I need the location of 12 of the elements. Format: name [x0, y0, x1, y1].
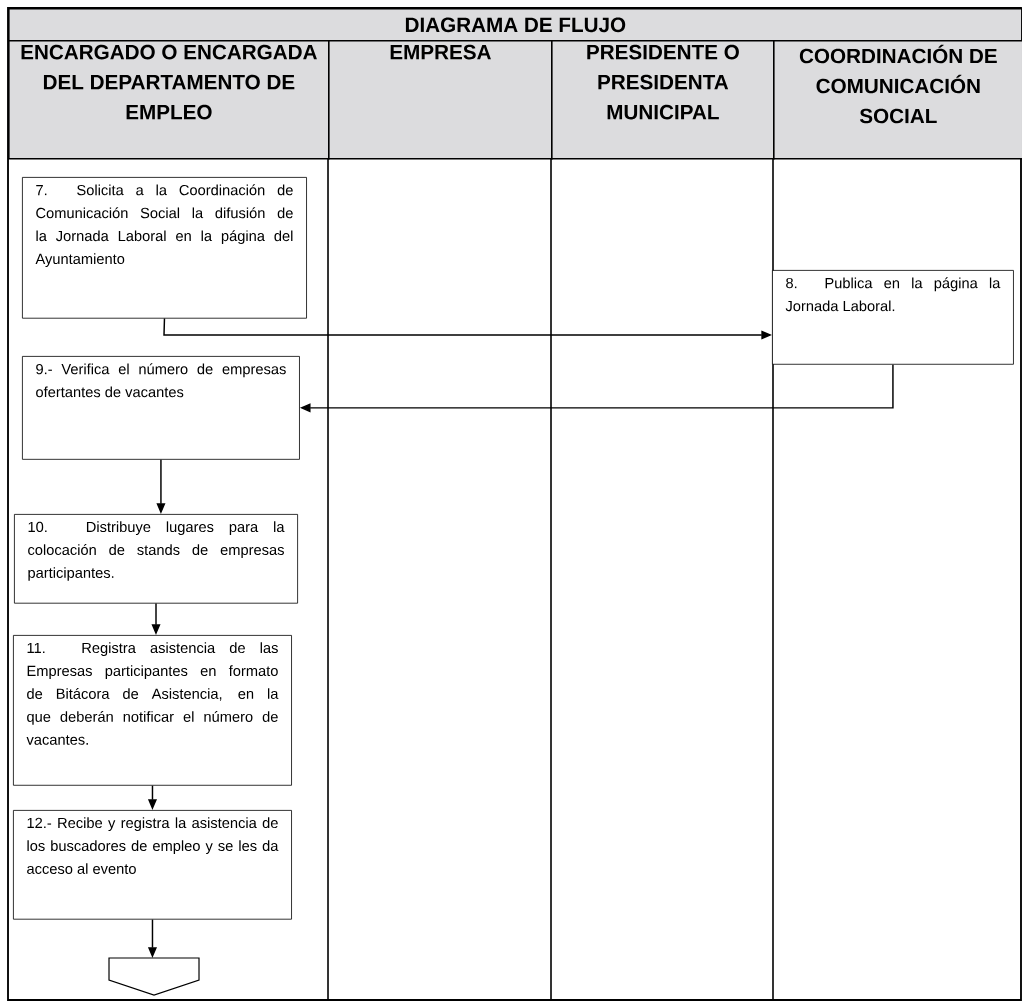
process-box: 10. Distribuye lugares para la colocación de stands de empresas participantes. — [14, 514, 298, 604]
process-box: 8. Publica en la página la Jornada Laboral. — [772, 270, 1014, 365]
lane-header: ENCARGADO O ENCARGADA DEL DEPARTAMENTO DE EMPLEO — [8, 40, 330, 160]
process-box: 9.- Verifica el número de empresas ofertantes de vacantes — [22, 356, 300, 460]
process-box: 7. Solicita a la Coordinación de Comunicación Social la difusión de la Jornada Laboral en la página del Ayuntamiento — [22, 177, 307, 319]
process-box: 11. Registra asistencia de las Empresas participantes en formato de Bitácora de Asistencia, en la que deberán notificar el número de vacantes. — [13, 635, 292, 786]
lane-header: COORDINACIÓN DE COMUNICACIÓN SOCIAL — [773, 40, 1022, 160]
off-page-connector — [108, 957, 200, 996]
title-bar: DIAGRAMA DE FLUJO — [8, 8, 1022, 42]
lane-header: EMPRESA — [328, 40, 553, 160]
lane-header: PRESIDENTE O PRESIDENTA MUNICIPAL — [551, 40, 775, 160]
process-box: 12.- Recibe y registra la asistencia de los buscadores de empleo y se les da acceso al evento — [13, 810, 292, 920]
